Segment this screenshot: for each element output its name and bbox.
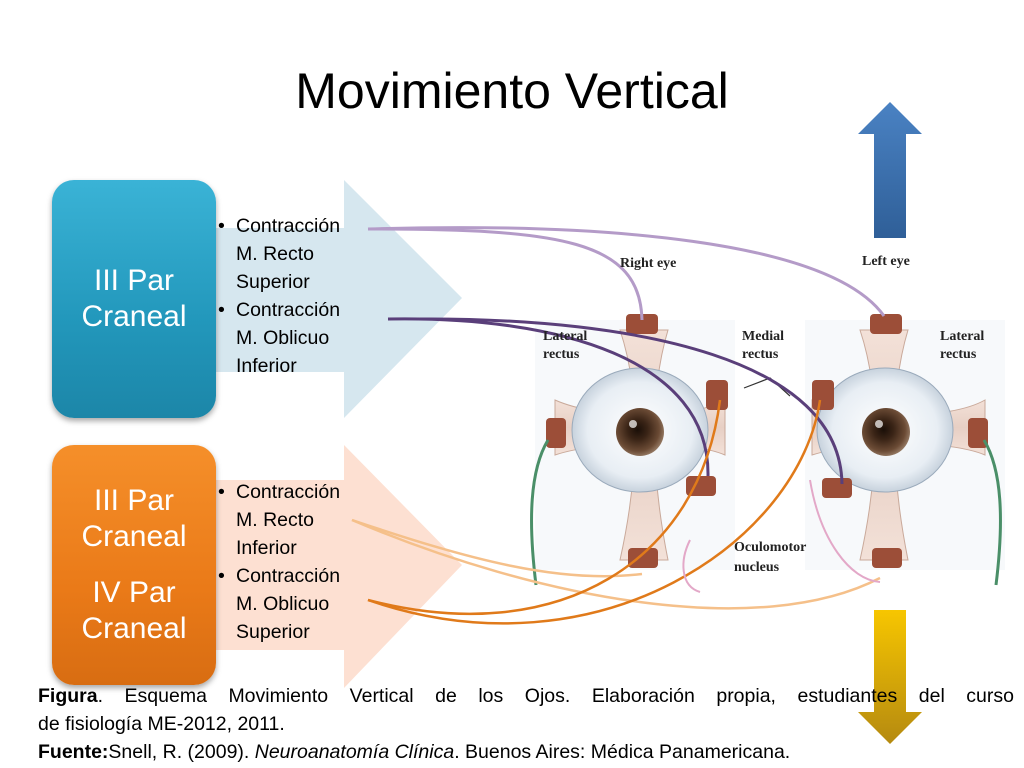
bullet-superior-oblique: Contracción M. Oblicuo Superior <box>216 562 376 646</box>
right-eye-illustration <box>530 314 735 586</box>
caption-line-2: de fisiología ME-2012, 2011. <box>38 713 285 735</box>
label-lateral-rectus-left: Lateral rectus <box>940 329 985 362</box>
bullet-superior-rectus: Contracción M. Recto Superior <box>216 212 376 296</box>
cranial-nerve-iii-iv-box: III Par Craneal IV Par Craneal <box>52 445 216 685</box>
down-arrow <box>858 610 922 744</box>
left-eye-illustration <box>805 314 1005 586</box>
bottom-bullet-list: Contracción M. Recto Inferior Contracció… <box>216 478 376 646</box>
label-right-eye: Right eye <box>620 256 677 271</box>
label-medial-rectus: Medial rectus <box>742 329 784 362</box>
caption-source: Fuente:Snell, R. (2009). Neuroanatomía C… <box>38 741 791 763</box>
bullet-inferior-oblique: Contracción M. Oblicuo Inferior <box>216 296 376 380</box>
label-oculomotor-nucleus: Oculomotor nucleus <box>734 540 807 575</box>
label-left-eye: Left eye <box>862 254 910 269</box>
bullet-inferior-rectus: Contracción M. Recto Inferior <box>216 478 376 562</box>
label-lateral-rectus-right: Lateral rectus <box>543 329 588 362</box>
slide-title: Movimiento Vertical <box>295 63 729 119</box>
top-bullet-list: Contracción M. Recto Superior Contracció… <box>216 212 376 380</box>
caption-line-1: Figura. Esquema Movimiento Vertical de l… <box>38 685 1014 707</box>
figure-caption: Figura. Esquema Movimiento Vertical de l… <box>38 682 1014 766</box>
up-arrow <box>858 102 922 238</box>
cranial-nerve-iii-box: III Par Craneal <box>52 180 216 418</box>
